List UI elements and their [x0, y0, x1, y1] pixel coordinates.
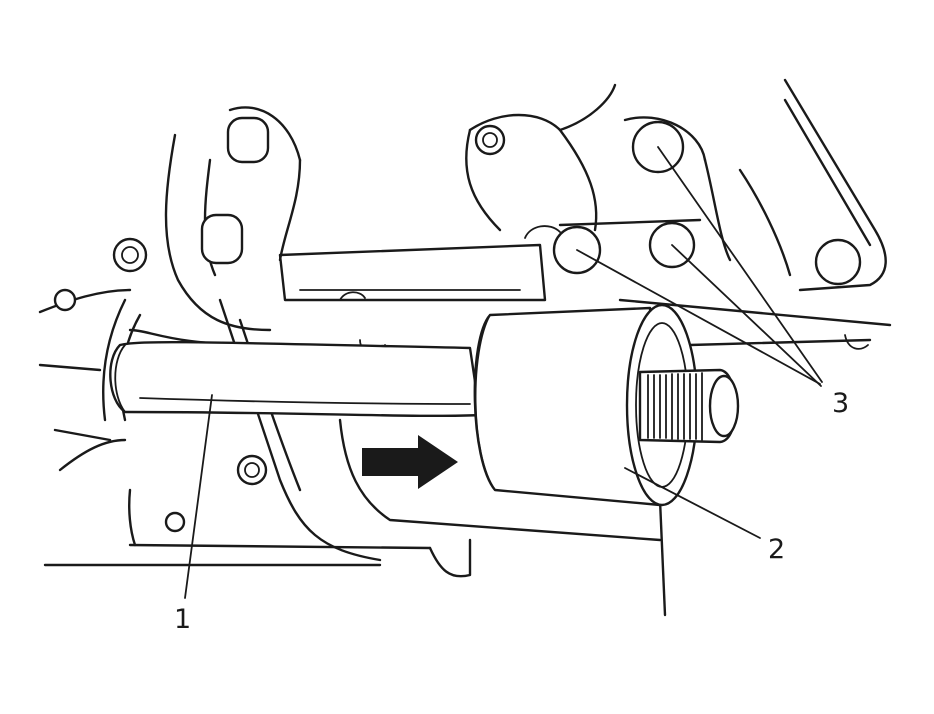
bolt-boss — [112, 237, 148, 273]
part-2-collar — [473, 303, 740, 507]
hub-splines — [647, 372, 703, 441]
shaft-highlight — [139, 397, 471, 405]
bolt-heads — [53, 116, 862, 533]
arrow-right-icon — [362, 435, 458, 489]
leader-line-3b — [576, 249, 821, 385]
part-1-shaft — [109, 340, 482, 418]
bolt-hole — [121, 246, 139, 264]
callout-1: 1 — [174, 604, 191, 635]
shaft-end — [114, 344, 126, 413]
callout-3-bolts — [552, 120, 696, 275]
bolt-head — [814, 238, 862, 286]
callout-2: 2 — [768, 534, 785, 565]
leader-line-3c — [671, 244, 822, 387]
collar-rear-edge — [474, 314, 496, 491]
bolt-hole — [482, 132, 498, 148]
leader-line-1 — [184, 394, 213, 599]
bolt-head — [200, 213, 244, 265]
bolt-boss — [474, 124, 506, 156]
leader-lines — [184, 146, 823, 599]
bolt-boss — [236, 454, 268, 486]
shaft-body — [109, 340, 482, 418]
leader-line-3a — [657, 146, 823, 383]
hub-face — [708, 374, 740, 438]
bolt-hole — [244, 462, 260, 478]
bracket-lug — [339, 291, 366, 301]
bolt-head — [226, 116, 270, 164]
direction-arrow — [362, 435, 458, 489]
bracket-lug — [524, 225, 561, 239]
bolt-boss — [164, 511, 186, 533]
callout-3: 3 — [832, 388, 849, 419]
leader-line-2 — [624, 467, 761, 539]
bolt-boss — [53, 288, 77, 312]
